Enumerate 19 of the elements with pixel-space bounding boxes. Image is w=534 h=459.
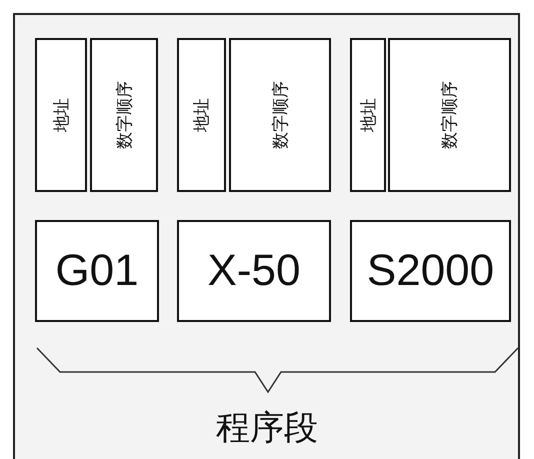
code-word: X-50 xyxy=(208,246,300,296)
code-box xyxy=(35,220,159,322)
code-box xyxy=(350,220,511,322)
field-box xyxy=(388,38,511,192)
code-box xyxy=(177,220,331,322)
field-label: 地址 xyxy=(358,98,378,132)
field-label: 数字顺序 xyxy=(270,81,290,149)
code-word: G01 xyxy=(55,246,139,296)
field-box xyxy=(229,38,331,192)
block-caption: 程序段 xyxy=(215,408,319,449)
field-box xyxy=(35,38,87,192)
field-box xyxy=(350,38,386,192)
field-label: 数字顺序 xyxy=(439,81,460,149)
field-label: 数字顺序 xyxy=(114,81,134,149)
code-word: S2000 xyxy=(366,246,494,296)
field-box xyxy=(90,38,158,192)
field-label: 地址 xyxy=(50,98,72,132)
field-box xyxy=(177,38,226,192)
field-label: 地址 xyxy=(191,98,212,132)
